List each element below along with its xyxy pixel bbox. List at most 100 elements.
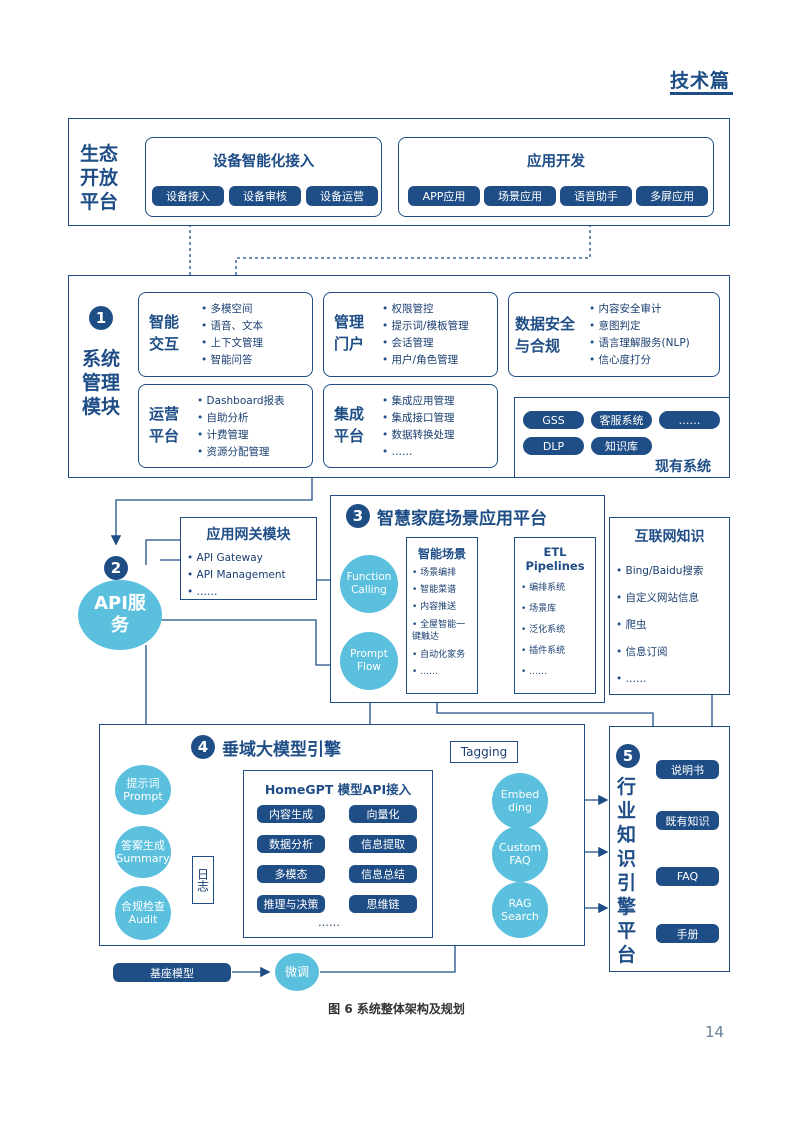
list-item: 场景编排 xyxy=(412,565,477,582)
faq-pill[interactable]: FAQ xyxy=(656,867,719,886)
list-item: Bing/Baidu搜索 xyxy=(616,558,729,585)
list-item: 信心度打分 xyxy=(589,352,690,369)
list-item: 提示词/模板管理 xyxy=(382,318,469,335)
sysmgmt-number: 1 xyxy=(89,306,113,330)
etl-title: ETL Pipelines xyxy=(525,545,585,573)
device-ops-btn[interactable]: 设备运营 xyxy=(306,186,378,206)
figure-caption: 图 6 系统整体架构及规划 xyxy=(328,1002,465,1016)
list-item: 自动化家务 xyxy=(412,647,477,664)
list-item: 集成应用管理 xyxy=(382,393,455,410)
function-calling-circle[interactable]: Function Calling xyxy=(340,555,398,613)
list-item: 内容推送 xyxy=(412,599,477,616)
api-item-multimodal[interactable]: 多模态 xyxy=(257,865,325,883)
list-item: 自定义网站信息 xyxy=(616,585,729,612)
list-item: 多模空间 xyxy=(201,301,263,318)
smarthome-title: 智慧家庭场景应用平台 xyxy=(377,509,547,529)
device-review-btn[interactable]: 设备审核 xyxy=(229,186,301,206)
list-item: 用户/角色管理 xyxy=(382,352,469,369)
list-item: 语音、文本 xyxy=(201,318,264,335)
list-item: 自助分析 xyxy=(197,410,285,427)
page-number: 14 xyxy=(705,1023,725,1041)
api-item-info-extract[interactable]: 信息提取 xyxy=(349,835,417,853)
model-api-title: HomeGPT 模型API接入 xyxy=(264,782,412,797)
list-item: API Gateway xyxy=(187,550,316,567)
integration-panel: 集成平台 集成应用管理 集成接口管理 数据转换处理 …… xyxy=(323,384,498,468)
list-item: 集成接口管理 xyxy=(382,410,455,427)
multiscreen-btn[interactable]: 多屏应用 xyxy=(636,186,708,206)
etl-panel: ETL Pipelines 编排系统 场景库 泛化系统 插件系统 …… xyxy=(514,537,596,694)
security-panel: 数据安全与合规 内容安全审计 意图判定 语言理解服务(NLP) 信心度打分 xyxy=(508,292,720,377)
list-item: 权限管控 xyxy=(382,301,469,318)
list-item: 编排系统 xyxy=(521,578,595,599)
audit-circle[interactable]: 合规检查 Audit xyxy=(115,886,171,940)
smart-interaction-panel: 智能交互 多模空间 语音、文本 上下文管理 智能问答 xyxy=(138,292,313,377)
operation-list: Dashboard报表 自助分析 计费管理 资源分配管理 xyxy=(197,393,285,461)
knowledge-base-pill[interactable]: 知识库 xyxy=(591,437,652,455)
gss-pill[interactable]: GSS xyxy=(523,411,584,429)
list-item: 智能问答 xyxy=(201,352,263,369)
device-access-btn[interactable]: 设备接入 xyxy=(152,186,224,206)
log-box: 日志 xyxy=(192,856,214,904)
api-item-reasoning[interactable]: 推理与决策 xyxy=(257,895,325,913)
dlp-pill[interactable]: DLP xyxy=(523,437,584,455)
summary-circle[interactable]: 答案生成 Summary xyxy=(115,826,171,878)
portal-panel: 管理门户 权限管控 提示词/模板管理 会话管理 用户/角色管理 xyxy=(323,292,498,377)
list-item: 全屋智能一键触达 xyxy=(412,619,472,643)
api-item-summary[interactable]: 信息总结 xyxy=(349,865,417,883)
smart-scenes-title: 智能场景 xyxy=(417,547,466,561)
internet-knowledge-title: 互联网知识 xyxy=(634,529,705,545)
list-item: 内容安全审计 xyxy=(589,301,690,318)
customer-service-pill[interactable]: 客服系统 xyxy=(591,411,652,429)
voice-assistant-btn[interactable]: 语音助手 xyxy=(560,186,632,206)
list-item: …… xyxy=(412,664,477,681)
list-item: …… xyxy=(616,666,729,693)
scene-app-btn[interactable]: 场景应用 xyxy=(484,186,556,206)
list-item: 资源分配管理 xyxy=(197,444,285,461)
list-item: 语言理解服务(NLP) xyxy=(589,335,690,352)
handbook-pill[interactable]: 手册 xyxy=(656,924,719,943)
rag-search-circle[interactable]: RAG Search xyxy=(492,882,548,938)
operation-panel: 运营平台 Dashboard报表 自助分析 计费管理 资源分配管理 xyxy=(138,384,313,468)
base-model-pill[interactable]: 基座模型 xyxy=(113,963,231,982)
industry-title: 行业知识引擎平台 xyxy=(617,776,637,966)
list-item: …… xyxy=(521,662,595,683)
api-item-cot[interactable]: 思维链 xyxy=(349,895,417,913)
engine-title: 垂域大模型引擎 xyxy=(222,740,341,760)
prompt-circle[interactable]: 提示词 Prompt xyxy=(115,765,171,815)
api-item-vectorize[interactable]: 向量化 xyxy=(349,805,417,823)
smart-interaction-list: 多模空间 语音、文本 上下文管理 智能问答 xyxy=(201,301,264,369)
app-btn[interactable]: APP应用 xyxy=(408,186,480,206)
list-item: 会话管理 xyxy=(382,335,469,352)
list-item: …… xyxy=(382,444,455,461)
api-more: …… xyxy=(318,916,340,929)
list-item: Dashboard报表 xyxy=(197,393,285,410)
list-item: 爬虫 xyxy=(616,612,729,639)
api-service-circle[interactable]: API服务 xyxy=(78,580,162,650)
list-item: 场景库 xyxy=(521,599,595,620)
api-item-data-analysis[interactable]: 数据分析 xyxy=(257,835,325,853)
existing-knowledge-pill[interactable]: 既有知识 xyxy=(656,811,719,830)
internet-knowledge-list: Bing/Baidu搜索 自定义网站信息 爬虫 信息订阅 …… xyxy=(616,558,729,693)
prompt-flow-circle[interactable]: Prompt Flow xyxy=(340,632,398,690)
list-item: 意图判定 xyxy=(589,318,690,335)
api-number: 2 xyxy=(104,556,128,580)
smart-scenes-panel: 智能场景 场景编排 智能菜谱 内容推送 全屋智能一键触达 自动化家务 …… xyxy=(406,537,478,694)
list-item: API Management xyxy=(187,567,316,584)
device-access-title: 设备智能化接入 xyxy=(212,154,315,170)
manual-pill[interactable]: 说明书 xyxy=(656,760,719,779)
api-item-content-gen[interactable]: 内容生成 xyxy=(257,805,325,823)
section-label: 技术篇 xyxy=(670,70,731,92)
integration-title: 集成平台 xyxy=(334,405,365,445)
custom-faq-circle[interactable]: Custom FAQ xyxy=(492,826,548,882)
tagging-box: Tagging xyxy=(450,741,518,763)
app-dev-title: 应用开发 xyxy=(527,154,585,170)
list-item: 数据转换处理 xyxy=(382,427,455,444)
list-item: 信息订阅 xyxy=(616,639,729,666)
etl-list: 编排系统 场景库 泛化系统 插件系统 …… xyxy=(521,578,595,683)
more-pill[interactable]: …… xyxy=(659,411,720,429)
gateway-list: API Gateway API Management …… xyxy=(187,550,316,601)
finetune-circle[interactable]: 微调 xyxy=(275,953,319,991)
existing-systems-title: 现有系统 xyxy=(655,459,711,475)
section-underline xyxy=(670,92,733,95)
embedding-circle[interactable]: Embed ding xyxy=(492,773,548,829)
